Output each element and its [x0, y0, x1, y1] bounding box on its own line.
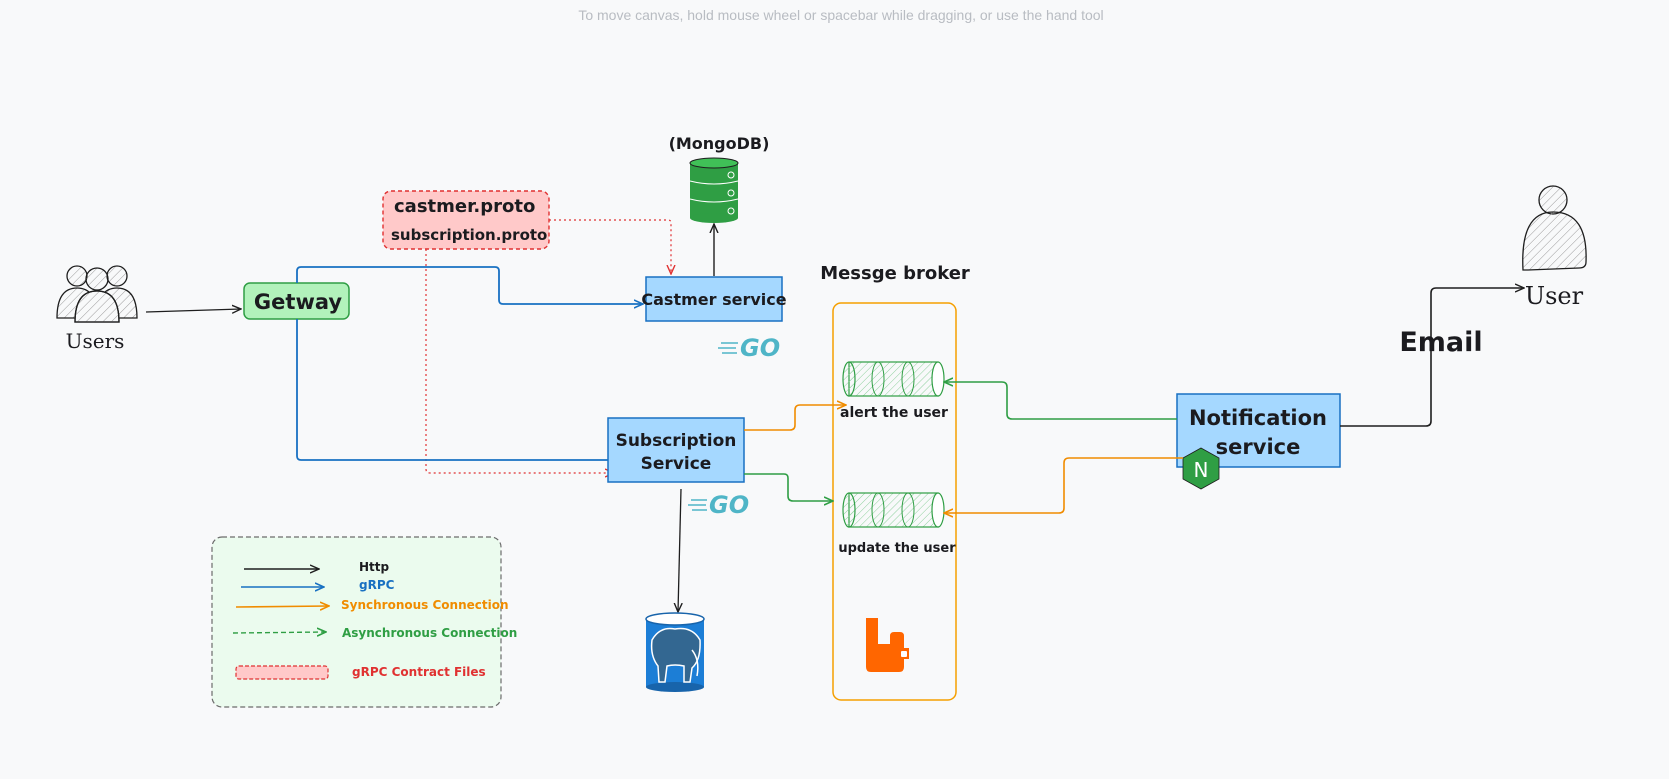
svg-text:GO: GO — [709, 491, 749, 519]
gateway-label: Getway — [254, 290, 342, 314]
queue-update-label: update the user — [838, 541, 956, 556]
contract-link-subscription — [425, 249, 614, 473]
customer-service-label: Castmer service — [641, 290, 786, 309]
svg-text:N: N — [1194, 458, 1209, 482]
notification-service-label-1: Notification — [1189, 406, 1327, 430]
users-icon[interactable] — [56, 265, 138, 323]
notification-service-label-2: service — [1216, 435, 1301, 459]
http-subscription-to-postgres — [678, 488, 681, 612]
rabbitmq-logo-icon — [866, 618, 909, 672]
grpc-gateway-to-customer — [296, 266, 643, 304]
sync-notification-to-update — [944, 457, 1183, 513]
subscription-service-node[interactable]: Subscription Service — [607, 417, 745, 483]
nginx-logo-icon: N — [1182, 447, 1220, 490]
contract-link-customer — [549, 219, 671, 274]
message-broker-title: Messge broker — [820, 263, 970, 284]
customer-service-node[interactable]: Castmer service — [641, 276, 787, 322]
notification-service-node[interactable]: Notification service — [1176, 393, 1341, 468]
go-logo-subscription: GO — [688, 491, 749, 519]
legend-sync-arrow — [235, 606, 329, 607]
legend-sync-label: Synchronous Connection — [341, 598, 509, 612]
users-label: Users — [66, 329, 125, 353]
sync-subscription-to-alert — [744, 405, 846, 431]
queue-alert-label: alert the user — [840, 405, 948, 421]
legend-contract-label: gRPC Contract Files — [352, 665, 486, 679]
subscription-service-label-1: Subscription — [616, 431, 737, 451]
legend-box: Http gRPC Synchronous Connection Asynchr… — [211, 536, 517, 708]
queue-alert-icon[interactable] — [842, 361, 945, 397]
async-notification-to-alert — [944, 382, 1177, 420]
email-label: Email — [1399, 327, 1482, 358]
mongodb-label: (MongoDB) — [669, 134, 770, 153]
proto-customer-label: castmer.proto — [394, 196, 535, 217]
postgresql-database-icon — [645, 612, 705, 692]
http-users-to-gateway — [145, 309, 241, 312]
queue-update-icon[interactable] — [842, 492, 945, 528]
go-logo-customer: GO — [718, 334, 780, 362]
legend-async-label: Asynchronous Connection — [342, 626, 517, 640]
user-label: User — [1525, 282, 1584, 310]
svg-text:GO: GO — [740, 334, 780, 362]
async-subscription-to-update — [744, 473, 833, 501]
legend-grpc-label: gRPC — [359, 578, 395, 592]
http-email-to-user — [1340, 288, 1524, 427]
gateway-node[interactable]: Getway — [243, 282, 350, 320]
proto-subscription-label: subscription.proto — [391, 226, 547, 244]
proto-contract-box[interactable]: castmer.proto subscription.proto — [382, 190, 550, 250]
subscription-service-label-2: Service — [641, 454, 712, 474]
grpc-gateway-to-subscription — [296, 319, 617, 460]
canvas-hint: To move canvas, hold mouse wheel or spac… — [578, 7, 1103, 23]
mongodb-database-icon — [689, 157, 739, 223]
user-icon[interactable] — [1522, 185, 1587, 271]
legend-contract-swatch — [235, 665, 329, 680]
legend-http-label: Http — [359, 560, 390, 574]
